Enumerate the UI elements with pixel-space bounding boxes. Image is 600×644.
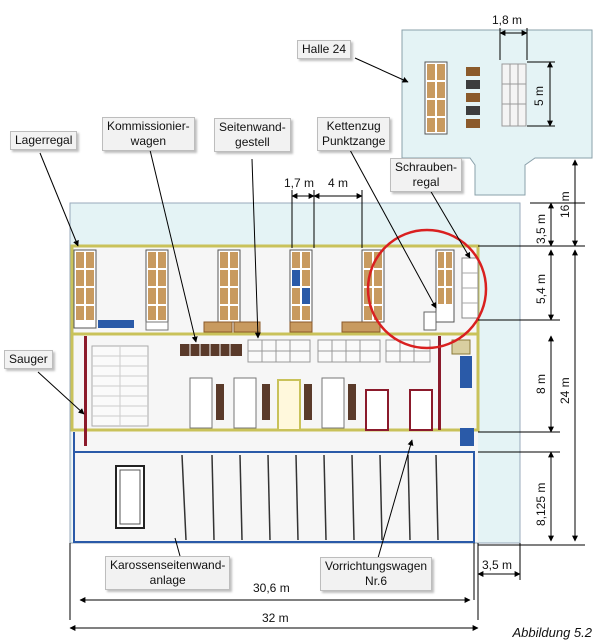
storage-boxes [98, 311, 437, 333]
dim-30-6: 30,6 m [253, 581, 290, 595]
dim-8-125: 8,125 m [534, 483, 548, 526]
dim-32: 32 m [262, 611, 289, 625]
schrauben-rack [461, 257, 479, 319]
zone-middle [70, 332, 480, 432]
label-karossen: Karossenseitenwand- anlage [105, 556, 231, 590]
label-sauger: Sauger [4, 350, 53, 369]
label-vorrichtungswagen: Vorrichtungswagen Nr.6 [320, 557, 433, 591]
side-wall-frames [189, 377, 433, 431]
shelf-2 [145, 249, 169, 323]
dim-16: 16 m [558, 191, 572, 218]
kommissionierwagen-row [180, 344, 242, 356]
label-seitenwandgestell: Seitenwand- gestell [214, 118, 291, 152]
label-lagerregal: Lagerregal [10, 131, 78, 150]
right-pillar [438, 336, 441, 430]
kettenzug-box [451, 339, 471, 355]
dim-24: 24 m [558, 377, 572, 404]
dim-8: 8 m [534, 374, 548, 394]
zone-karossen [73, 451, 475, 543]
karossen-anlage [115, 454, 439, 541]
halle-24-area: 1,8 m 5 m [401, 13, 593, 196]
dim-3-5-top: 3,5 m [534, 214, 548, 244]
blue-cabinet [460, 356, 472, 388]
dim-5-4: 5,4 m [534, 274, 548, 304]
shelf-4 [289, 249, 313, 323]
halle-rack [501, 63, 527, 127]
red-hose [84, 336, 87, 446]
figure-caption: Abbildung 5.2 [512, 625, 592, 640]
dim-3-5-bottom: 3,5 m [482, 558, 512, 572]
storage-shelves [73, 249, 479, 329]
label-schraubenregal: Schrauben- regal [390, 158, 463, 192]
shelf-6 [435, 249, 455, 323]
leader-lines [37, 57, 471, 559]
left-racks [91, 345, 149, 427]
shelf-5 [361, 249, 385, 323]
highlight-circle [366, 228, 488, 350]
seitenwandgestell-racks [247, 339, 431, 363]
shelf-3 [217, 249, 241, 323]
halle-crates [466, 67, 480, 128]
blue-cabinet-2 [460, 428, 474, 446]
dim-1-8: 1,8 m [492, 13, 522, 27]
label-halle-24: Halle 24 [297, 40, 352, 59]
dim-5: 5 m [532, 86, 546, 106]
label-kettenzug: Kettenzug Punktzange [317, 117, 391, 151]
dim-4: 4 m [328, 176, 348, 190]
label-kommissionierwagen: Kommissionier- wagen [102, 117, 195, 151]
dimension-lines [69, 159, 585, 631]
dim-1-7: 1,7 m [284, 176, 314, 190]
halle-shelf [424, 61, 448, 135]
middle-zone-items [84, 336, 474, 446]
shelf-1 [73, 249, 97, 329]
